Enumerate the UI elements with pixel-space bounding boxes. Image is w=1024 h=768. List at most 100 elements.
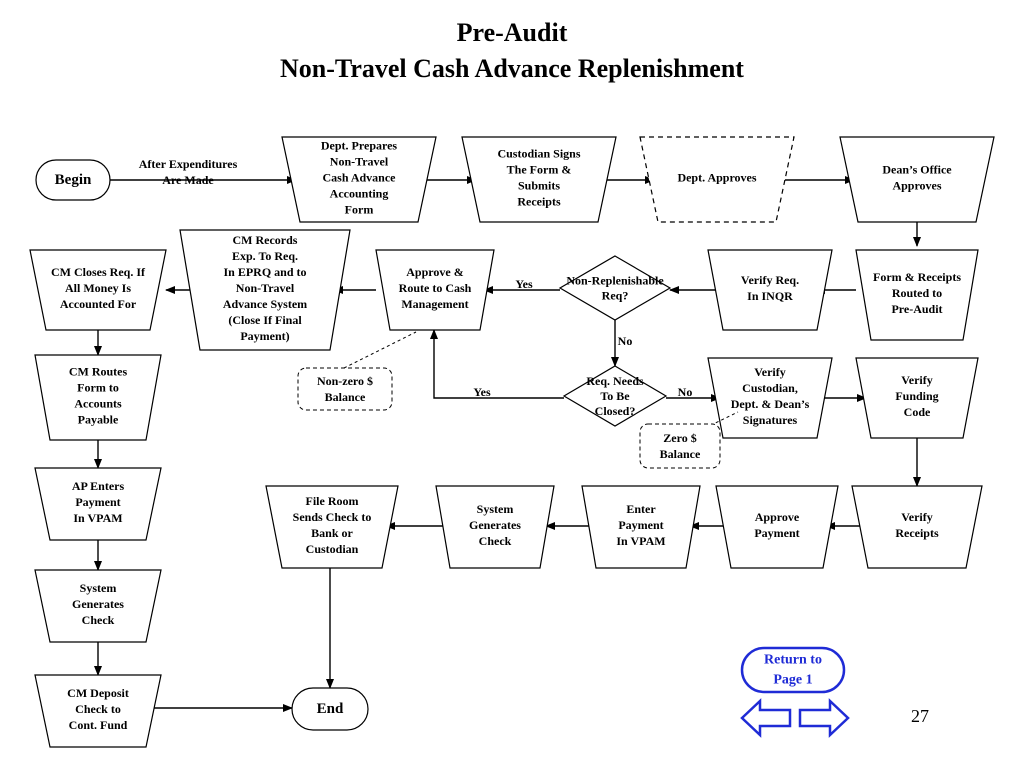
label-line: Submits: [518, 179, 560, 193]
label-line: Payment: [618, 518, 663, 532]
label-line: Payment: [754, 526, 799, 540]
label-line: Approves: [892, 179, 941, 193]
node-shape: [265, 485, 399, 569]
label-line: All Money Is: [65, 281, 131, 295]
callout-box: [639, 423, 721, 469]
forward-arrow-shape: [798, 698, 850, 738]
node-shape: [707, 249, 833, 331]
label-line: In INQR: [747, 289, 793, 303]
label-line: Non-Travel: [236, 281, 295, 295]
back-arrow-shape: [740, 698, 792, 738]
label-line: End: [317, 701, 344, 717]
label-line: Approve &: [406, 265, 463, 279]
label-line: Begin: [55, 172, 92, 188]
label-line: Dean’s Office: [882, 163, 952, 177]
label-line: Receipts: [895, 526, 939, 540]
decision-shape: [558, 255, 672, 321]
node-end: End: [291, 687, 369, 731]
label-line: Enter: [626, 502, 656, 516]
edge-req-needs-closed-to-verify-signatures: No: [666, 385, 721, 402]
label-line: Balance: [660, 447, 701, 461]
label-line: Form: [345, 203, 374, 217]
label-line: Yes: [473, 385, 491, 399]
label-line: Signatures: [743, 413, 798, 427]
label-line: Route to Cash: [399, 281, 472, 295]
label-line: Check: [479, 534, 512, 548]
page-number: 27: [911, 706, 929, 726]
right-arrow-icon[interactable]: [798, 698, 850, 738]
label-line: Advance System: [223, 297, 307, 311]
label-line: To Be: [600, 389, 630, 403]
label-line: Payment): [240, 329, 289, 343]
node-shape: [855, 357, 979, 439]
node-dept-approves: Dept. Approves: [639, 136, 795, 223]
label-line: After Expenditures: [139, 157, 238, 171]
node-begin: Begin: [35, 159, 111, 201]
label-line: CM Closes Req. If: [51, 265, 146, 279]
left-arrow-icon[interactable]: [740, 698, 792, 738]
label-line: Bank or: [311, 526, 353, 540]
node-shape: [34, 467, 162, 541]
label-line: System: [477, 502, 514, 516]
label-line: Accounted For: [60, 297, 137, 311]
label-line: Management: [401, 297, 468, 311]
label-line: Form to: [77, 381, 119, 395]
label-line: Dept. Approves: [677, 171, 756, 185]
label-line: Non-zero $: [317, 374, 373, 388]
decision-shape: [562, 365, 668, 427]
node-cm-closes: CM Closes Req. If All Money Is Accounted F…: [29, 249, 167, 331]
node-shape: [461, 136, 617, 223]
label-line: Check: [82, 613, 115, 627]
callout-box: [297, 367, 393, 411]
label-line: System: [80, 581, 117, 595]
label-line: CM Routes: [69, 365, 128, 379]
label-line: CM Records: [233, 233, 298, 247]
label-line: Req. Needs: [586, 374, 644, 388]
node-shape: [375, 249, 495, 331]
label-line: Verify: [754, 365, 786, 379]
node-shape: [639, 136, 795, 223]
label-line: Generates: [72, 597, 124, 611]
label-line: Req?: [602, 289, 629, 303]
page-subtitle: Non-Travel Cash Advance Replenishment: [280, 54, 744, 83]
label-line: Page 1: [773, 673, 812, 688]
label-line: Routed to: [892, 286, 942, 300]
label-line: In EPRQ and to: [223, 265, 306, 279]
label-line: Cont. Fund: [69, 718, 128, 732]
label-line: Accounts: [74, 397, 122, 411]
node-shape: [34, 354, 162, 441]
label-line: Sends Check to: [293, 510, 372, 524]
label-line: No: [618, 334, 633, 348]
edge-req-needs-closed-to-approve-route: Yes: [430, 329, 564, 399]
label-line: Balance: [325, 390, 366, 404]
label-line: The Form &: [507, 163, 572, 177]
node-shape: [179, 229, 351, 351]
node-shape: [34, 674, 162, 748]
label-line: Funding: [895, 389, 938, 403]
label-line: Cash Advance: [322, 171, 396, 185]
label-line: Check to: [75, 702, 121, 716]
label-line: Verify Req.: [741, 273, 799, 287]
label-line: In VPAM: [73, 511, 122, 525]
node-shape: [281, 136, 437, 223]
label-line: Generates: [469, 518, 521, 532]
label-line: (Close If Final: [228, 313, 302, 327]
callout-non-zero-balance: Non-zero $ Balance: [297, 331, 417, 411]
label-line: Dept. & Dean’s: [731, 397, 810, 411]
